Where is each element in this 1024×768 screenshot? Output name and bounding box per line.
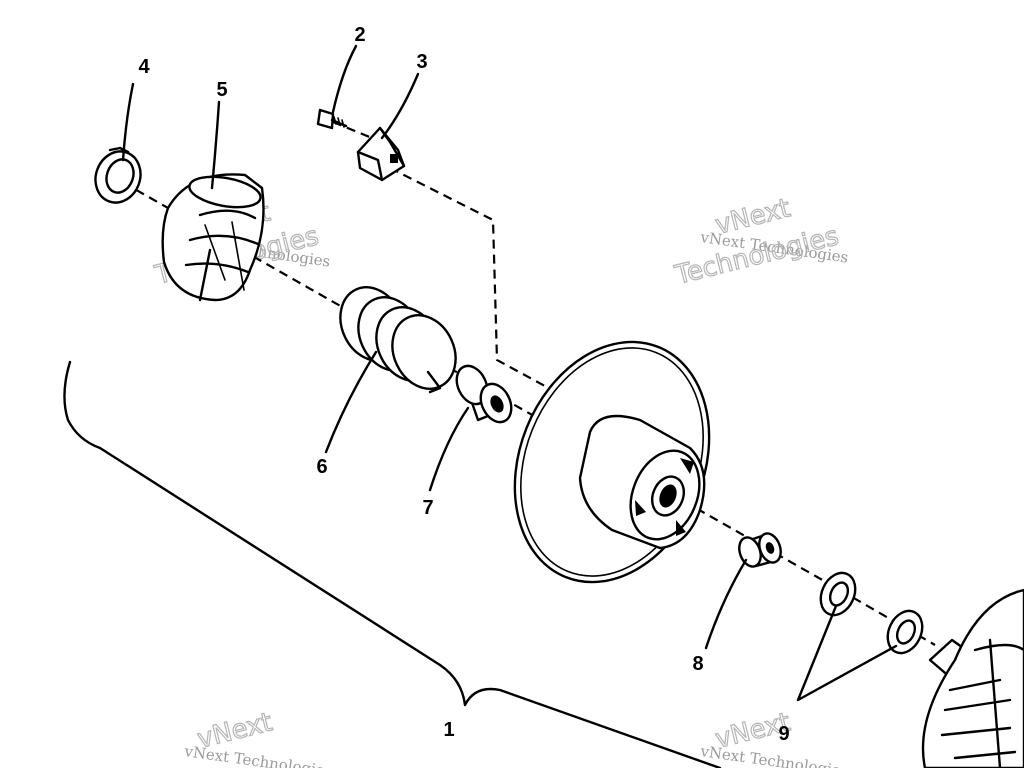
leader-line-9 — [796, 604, 898, 702]
part-roller-block — [356, 126, 406, 182]
item3-dashed-path — [389, 167, 557, 393]
part-cam-helix — [161, 173, 265, 302]
part-bushing — [455, 364, 513, 424]
part-spacer — [738, 532, 782, 568]
watermark-big-line1: vNext — [194, 707, 275, 754]
callout-label-9: 9 — [778, 723, 789, 745]
part-snap-ring — [94, 146, 142, 204]
assembly-bracket — [63, 360, 722, 768]
leader-line-6 — [324, 350, 378, 454]
callout-label-7: 7 — [422, 497, 433, 519]
leader-line-4 — [121, 82, 135, 162]
item2-dashed-path — [332, 120, 373, 140]
part-moveable-sheave — [513, 340, 711, 584]
watermark-group-lower-right: vNext Technologies vNext — [698, 707, 849, 768]
callout-label-8: 8 — [692, 653, 703, 675]
part-spring — [339, 286, 457, 394]
callout-label-4: 4 — [138, 56, 150, 78]
callout-label-5: 5 — [216, 79, 227, 101]
leader-line-2 — [331, 44, 358, 114]
watermark-group-lower-left: vNext Technologies vNext — [182, 707, 333, 768]
part-washers — [819, 571, 924, 655]
leader-line-3 — [380, 72, 420, 140]
part-screw — [316, 108, 348, 130]
part-fixed-sheave — [921, 588, 1024, 768]
watermark-group-upper-right: vNext Technologies vNext Technologies — [671, 193, 850, 292]
callout-label-1: 1 — [443, 719, 454, 741]
leader-line-5 — [210, 100, 221, 190]
watermark-big-line2: Technologies — [671, 221, 841, 291]
callout-label-6: 6 — [316, 456, 327, 478]
leader-line-7 — [428, 406, 470, 492]
leader-line-8 — [704, 558, 748, 650]
callout-label-3: 3 — [416, 51, 427, 73]
callout-label-2: 2 — [354, 24, 365, 46]
